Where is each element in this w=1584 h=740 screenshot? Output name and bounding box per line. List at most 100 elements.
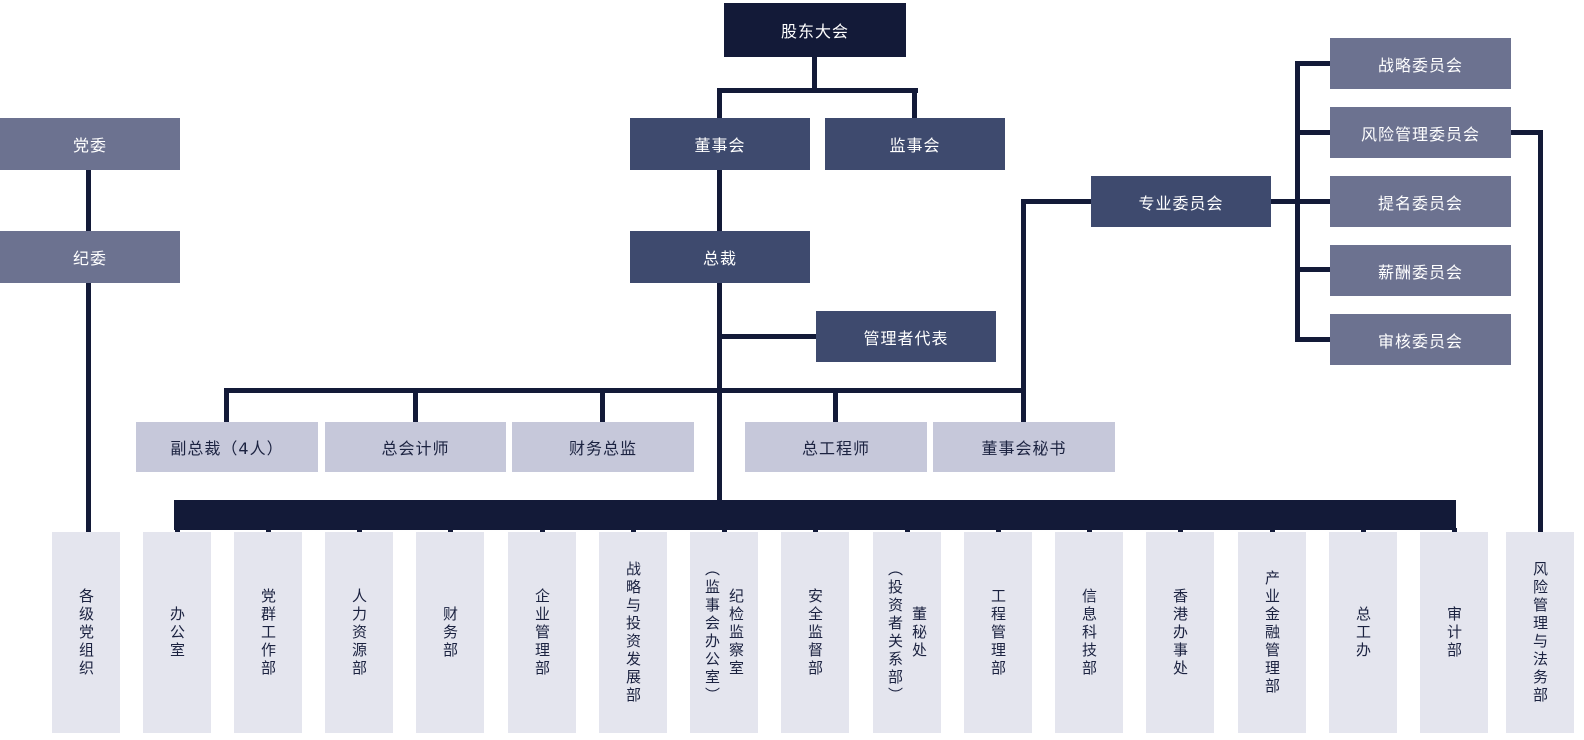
connector-committees-left	[1021, 199, 1091, 204]
stub-dept-1	[175, 528, 180, 534]
connector-remuneration-committee	[1295, 267, 1330, 272]
node-label: 董事会秘书	[981, 439, 1067, 458]
node-label: 党委	[72, 136, 107, 155]
dept-label: 安全监督部	[806, 587, 824, 678]
node-nomination-committee: 提名委员会	[1330, 176, 1511, 227]
stub-dept-2	[266, 528, 271, 534]
node-label: 副总裁（4人）	[170, 439, 284, 458]
node-party-committee: 党委	[0, 118, 180, 170]
dept-general-office: 办公室	[143, 532, 211, 733]
stub-dept-5	[540, 528, 545, 534]
dept-label: 工程管理部	[989, 587, 1007, 678]
dept-label: 党群工作部	[259, 587, 277, 678]
stub-dept-3	[357, 528, 362, 534]
node-label: 专业委员会	[1138, 193, 1224, 213]
dept-label: 审计部	[1445, 605, 1463, 660]
connector-to-supervisory	[912, 88, 917, 118]
connector-risk-committee-right	[1511, 130, 1543, 135]
connector-management-rep	[720, 334, 816, 339]
connector-executive-row	[224, 388, 1026, 393]
connector-to-board	[717, 88, 722, 118]
dept-chief-engineer-office: 总工办	[1329, 532, 1397, 733]
dept-label: 纪检监察室 （监事会办公室）	[703, 560, 745, 705]
dept-label: 香港办事处	[1171, 587, 1189, 678]
node-discipline-committee: 纪委	[0, 231, 180, 283]
stub-dept-6	[631, 528, 636, 534]
stub-dept-10	[996, 528, 1001, 534]
stub-dept-14	[1361, 528, 1366, 534]
node-label: 纪委	[72, 249, 107, 268]
node-risk-management-committee: 风险管理委员会	[1330, 107, 1511, 158]
node-board-of-directors: 董事会	[630, 118, 810, 170]
dept-human-resources: 人力资源部	[325, 532, 393, 733]
stub-dept-15	[1452, 528, 1457, 534]
connector-audit-committee	[1295, 337, 1330, 342]
stub-dept-12	[1178, 528, 1183, 534]
dept-label: 董秘处 （投资者关系部）	[886, 560, 928, 705]
connector-committee-spine	[1295, 61, 1300, 342]
node-vice-presidents: 副总裁（4人）	[136, 422, 318, 472]
dept-label: 人力资源部	[350, 587, 368, 678]
node-supervisory-board: 监事会	[825, 118, 1005, 170]
node-chief-accountant: 总会计师	[325, 422, 506, 472]
department-bus-bar	[174, 500, 1456, 530]
dept-label: 信息科技部	[1080, 587, 1098, 678]
dept-safety-supervision: 安全监督部	[781, 532, 849, 733]
node-label: 薪酬委员会	[1377, 262, 1463, 282]
node-audit-committee: 审核委员会	[1330, 314, 1511, 365]
dept-label: 各级党组织	[77, 587, 95, 678]
node-finance-director: 财务总监	[512, 422, 694, 472]
node-management-representative: 管理者代表	[816, 311, 996, 362]
connector-party-discipline	[86, 170, 91, 231]
connector-drop-chief-engineer	[833, 388, 838, 422]
dept-engineering-management: 工程管理部	[964, 532, 1032, 733]
dept-discipline-inspection: 纪检监察室 （监事会办公室）	[690, 532, 758, 733]
stub-dept-11	[1087, 528, 1092, 534]
node-label: 监事会	[889, 136, 941, 155]
stub-dept-13	[1270, 528, 1275, 534]
node-label: 战略委员会	[1377, 55, 1463, 75]
connector-drop-accountant	[413, 388, 418, 422]
node-label: 总会计师	[381, 439, 450, 458]
node-chief-engineer: 总工程师	[745, 422, 927, 472]
dept-enterprise-management: 企业管理部	[508, 532, 576, 733]
dept-label: 战略与投资发展部	[624, 560, 642, 705]
node-president: 总裁	[630, 231, 810, 283]
dept-label: 产业金融管理部	[1263, 569, 1281, 696]
dept-board-secretary-office: 董秘处 （投资者关系部）	[873, 532, 941, 733]
dept-information-technology: 信息科技部	[1055, 532, 1123, 733]
dept-label: 财务部	[441, 605, 459, 660]
node-label: 管理者代表	[863, 328, 949, 348]
connector-shareholders-down	[812, 57, 817, 93]
connector-president-down	[717, 283, 722, 505]
stub-dept-4	[448, 528, 453, 534]
node-label: 审核委员会	[1377, 331, 1463, 351]
node-label: 提名委员会	[1377, 193, 1463, 213]
dept-party-mass-work: 党群工作部	[234, 532, 302, 733]
dept-label: 办公室	[168, 605, 186, 660]
connector-drop-finance-director	[600, 388, 605, 422]
dept-audit: 审计部	[1420, 532, 1488, 733]
connector-strategy-committee	[1295, 61, 1330, 66]
node-special-committees: 专业委员会	[1091, 176, 1271, 227]
dept-industrial-finance: 产业金融管理部	[1238, 532, 1306, 733]
node-label: 财务总监	[568, 439, 637, 458]
node-label: 风险管理委员会	[1360, 124, 1480, 144]
node-label: 总裁	[702, 249, 737, 268]
connector-board-president	[717, 170, 722, 231]
node-label: 股东大会	[780, 22, 849, 41]
node-remuneration-committee: 薪酬委员会	[1330, 245, 1511, 296]
dept-finance: 财务部	[416, 532, 484, 733]
dept-hong-kong-office: 香港办事处	[1146, 532, 1214, 733]
connector-split-board-supervisory	[717, 88, 918, 93]
node-strategy-committee: 战略委员会	[1330, 38, 1511, 89]
dept-label: 总工办	[1354, 605, 1372, 660]
stub-dept-7	[722, 528, 727, 534]
node-board-secretary: 董事会秘书	[933, 422, 1115, 472]
connector-committees-right	[1271, 199, 1330, 204]
connector-risk-legal-dept	[1538, 130, 1543, 532]
stub-dept-8	[813, 528, 818, 534]
connector-drop-vp	[224, 388, 229, 422]
dept-risk-legal: 风险管理与法务部	[1506, 532, 1574, 733]
